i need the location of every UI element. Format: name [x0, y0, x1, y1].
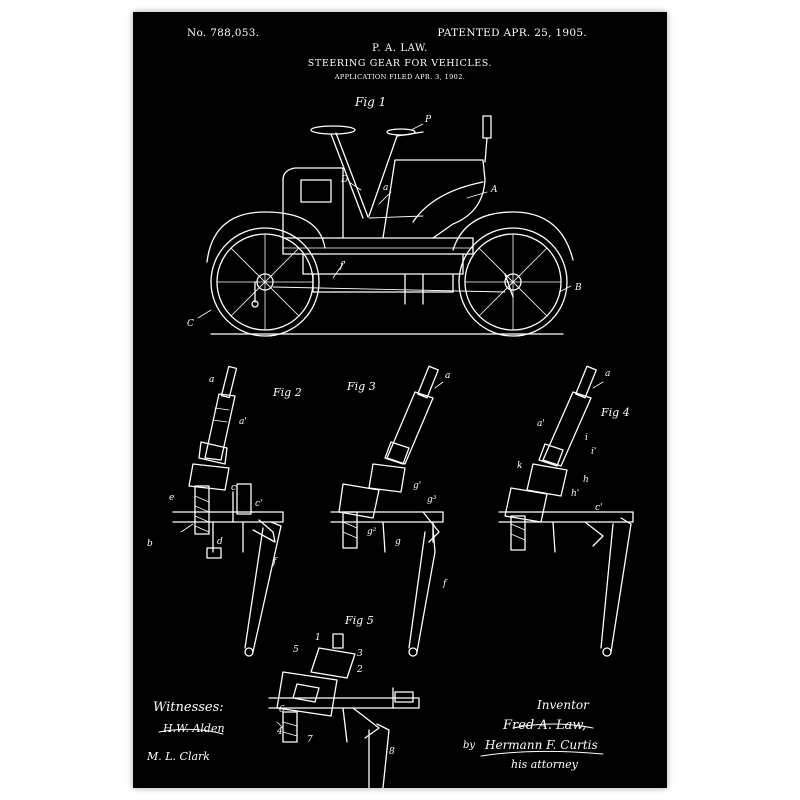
label-f4-a: a: [605, 369, 610, 379]
label-f3-g2: g²: [367, 527, 377, 537]
witnesses-heading: Witnesses:: [153, 700, 224, 715]
fig3-caption: Fig 3: [346, 380, 376, 393]
attorney-title: his attorney: [511, 758, 578, 771]
label-f1-f: f': [339, 261, 346, 271]
label-f5-3: 3: [357, 649, 363, 659]
label-f1-a: a: [383, 183, 388, 193]
label-f1-B: B: [574, 283, 582, 293]
label-f4-h1: h': [571, 489, 579, 499]
label-f4-a1: a': [537, 419, 545, 429]
label-f2-c: c: [231, 483, 236, 493]
label-f4-h: h: [583, 475, 589, 485]
by-text: by: [463, 740, 476, 751]
fig5-steering-mechanism: [268, 633, 420, 788]
fig1-vehicle-drawing: [197, 115, 574, 337]
label-f2-d: d: [217, 537, 223, 547]
label-f2-a1: a': [239, 417, 247, 427]
witness-signature-2: M. L. Clark: [147, 750, 210, 763]
fig1-caption: Fig 1: [354, 95, 386, 109]
patent-title: STEERING GEAR FOR VEHICLES.: [307, 58, 493, 69]
label-f3-f: f: [442, 579, 448, 589]
label-f5-2: 2: [356, 665, 363, 675]
patent-number: No. 788,053.: [187, 27, 260, 39]
label-f3-g3: g³: [427, 495, 437, 505]
fig2-caption: Fig 2: [272, 386, 302, 399]
inventor-signature: Fred A. Law,: [503, 718, 587, 733]
fig5-caption: Fig 5: [344, 614, 374, 627]
label-f1-D: D: [340, 175, 348, 185]
label-f4-k: k: [517, 461, 522, 471]
label-f2-f: f: [272, 557, 278, 567]
inventor-name: P. A. LAW.: [372, 43, 428, 54]
fig3-steering-mechanism: [330, 365, 444, 657]
label-f3-g1: g': [413, 481, 421, 491]
label-f1-A: A: [490, 185, 498, 195]
label-f3-a: a: [445, 371, 450, 381]
application-filed: APPLICATION FILED APR. 3, 1902.: [334, 73, 466, 81]
label-f4-c1: c': [595, 503, 603, 513]
patent-poster: No. 788,053. PATENTED APR. 25, 1905. P. …: [133, 12, 667, 788]
fig2-steering-mechanism: [172, 365, 284, 657]
label-f2-a: a: [209, 375, 214, 385]
fig4-steering-mechanism: [498, 365, 634, 657]
label-f5-5: 5: [293, 645, 299, 655]
label-f5-7: 7: [307, 735, 313, 745]
label-f5-6: 6: [279, 705, 285, 715]
label-f2-b: b: [147, 539, 153, 549]
inventor-heading: Inventor: [537, 698, 589, 712]
label-f2-e: e: [169, 493, 174, 503]
label-f3-g: g: [395, 537, 401, 547]
patent-drawings: Fig 1 Fig 2 Fig 3 Fig 4 Fig 5 P D a A f'…: [147, 95, 634, 788]
signature-flourishes: [158, 723, 604, 757]
label-f2-c1: c': [255, 499, 263, 509]
label-f4-i: i: [585, 433, 588, 443]
witness-signature-1: H.W. Alden: [163, 722, 225, 735]
label-f4-i1: i': [591, 447, 596, 457]
part-labels: P D a A f' B C a a' e c c' b d f a g' g³…: [147, 115, 610, 757]
label-f5-1: 1: [315, 633, 321, 643]
label-f5-4: 4: [276, 727, 283, 737]
label-f1-p: P: [424, 115, 432, 125]
label-f5-8: 8: [389, 747, 395, 757]
patent-date: PATENTED APR. 25, 1905.: [437, 27, 587, 39]
attorney-signature: Hermann F. Curtis: [485, 738, 598, 752]
label-f1-C: C: [187, 319, 194, 329]
fig4-caption: Fig 4: [600, 406, 630, 419]
